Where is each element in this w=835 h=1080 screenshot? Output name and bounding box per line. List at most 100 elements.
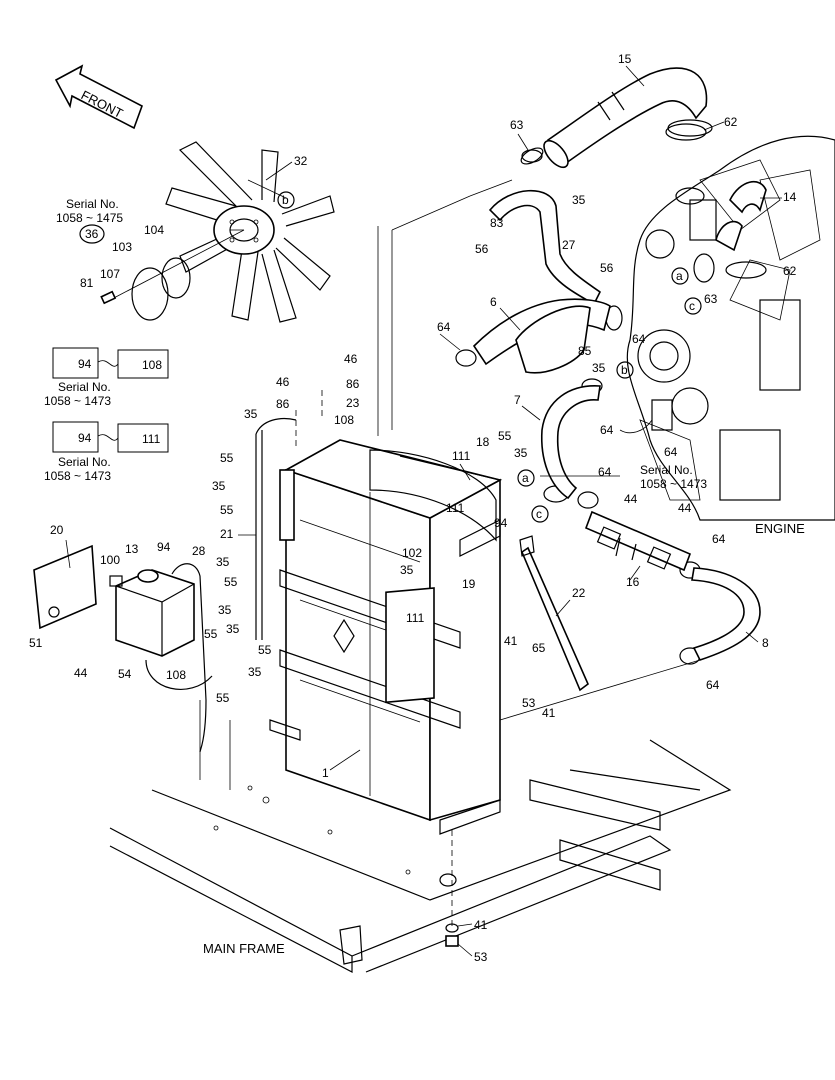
callout-35c: 35: [244, 407, 258, 421]
circled-ref-b-fan: b: [277, 191, 295, 209]
svg-text:Serial No.: Serial No.: [58, 455, 111, 469]
callout-108: 108: [334, 413, 354, 427]
callout-8: 8: [762, 636, 769, 650]
callout-32: 32: [294, 154, 308, 168]
callout-41b: 41: [542, 706, 556, 720]
callout-leaders: [65, 65, 782, 957]
svg-text:94: 94: [78, 357, 92, 371]
callout-46b: 46: [276, 375, 290, 389]
circled-ref-b-engine: b: [616, 361, 634, 379]
callout-86: 86: [346, 377, 360, 391]
callout-104: 104: [144, 223, 164, 237]
callout-86b: 86: [276, 397, 290, 411]
callout-103: 103: [112, 240, 132, 254]
svg-text:b: b: [282, 193, 289, 207]
circled-ref-c-radiator: c: [531, 505, 549, 523]
svg-text:1058 ~ 1473: 1058 ~ 1473: [44, 469, 111, 483]
callout-108b: 108: [166, 668, 186, 682]
callout-21: 21: [220, 527, 234, 541]
callout-13: 13: [125, 542, 139, 556]
svg-text:Serial No.: Serial No.: [58, 380, 111, 394]
svg-text:94: 94: [78, 431, 92, 445]
svg-text:a: a: [676, 269, 683, 283]
hose-7: [540, 385, 601, 500]
hose-27: [488, 189, 602, 306]
svg-text:Serial No.: Serial No.: [640, 463, 693, 477]
callout-56: 56: [475, 242, 489, 256]
callout-14: 14: [783, 190, 797, 204]
svg-text:c: c: [689, 299, 695, 313]
pipe-21: [255, 417, 297, 640]
upper-hose-15: [520, 67, 713, 169]
callout-6: 6: [490, 295, 497, 309]
callout-35e: 35: [212, 479, 226, 493]
svg-text:36: 36: [85, 227, 99, 241]
circled-ref-a-engine: a: [671, 267, 689, 285]
svg-text:108: 108: [142, 358, 162, 372]
callout-35f: 35: [216, 555, 230, 569]
pipe-16: [584, 510, 692, 572]
callout-55d: 55: [224, 575, 238, 589]
callout-55: 55: [498, 429, 512, 443]
callout-64b: 64: [632, 332, 646, 346]
callout-19: 19: [462, 577, 476, 591]
callout-63: 63: [510, 118, 524, 132]
reserve-tank: [33, 544, 213, 753]
callout-35d: 35: [514, 446, 528, 460]
svg-text:b: b: [621, 363, 628, 377]
inset-box-1: 94 108 Serial No. 1058 ~ 1473: [44, 347, 169, 408]
callout-102: 102: [402, 546, 422, 560]
callout-64f: 64: [706, 678, 720, 692]
callout-111b: 111: [446, 501, 465, 515]
callout-35b: 35: [592, 361, 606, 375]
inset-box-2: 94 111 Serial No. 1058 ~ 1473: [44, 421, 169, 483]
callout-64: 64: [437, 320, 451, 334]
svg-text:c: c: [536, 507, 542, 521]
callout-41: 41: [504, 634, 518, 648]
clamp-detail: 64 Serial No. 1058 ~ 1473: [619, 399, 707, 491]
circled-ref-36: 36: [79, 224, 105, 244]
callout-62b: 62: [783, 264, 797, 278]
svg-text:111: 111: [142, 432, 161, 446]
callout-35: 35: [572, 193, 586, 207]
engine-block: [626, 135, 835, 521]
callout-64c: 64: [600, 423, 614, 437]
engine-label: ENGINE: [755, 521, 805, 536]
callout-64d: 64: [598, 465, 612, 479]
leader-lines: [230, 179, 701, 721]
radiator-frame: [109, 700, 732, 973]
callout-107: 107: [100, 267, 120, 281]
svg-text:a: a: [522, 471, 529, 485]
stay-22: [519, 535, 589, 692]
callout-94b: 94: [157, 540, 171, 554]
callout-53: 53: [522, 696, 536, 710]
callout-53b: 53: [474, 950, 488, 964]
callout-35i: 35: [226, 622, 240, 636]
callout-55c: 55: [220, 503, 234, 517]
svg-text:1058 ~ 1473: 1058 ~ 1473: [640, 477, 707, 491]
callout-20: 20: [50, 523, 64, 537]
callout-111c: 111: [406, 611, 425, 625]
callout-28: 28: [192, 544, 206, 558]
callout-15: 15: [618, 52, 632, 66]
cooling-fan: [165, 141, 335, 323]
svg-text:1058 ~ 1473: 1058 ~ 1473: [44, 394, 111, 408]
callout-55b: 55: [220, 451, 234, 465]
circled-ref-c-engine: c: [684, 297, 702, 315]
callout-55e: 55: [204, 627, 218, 641]
main-frame-label: MAIN FRAME: [203, 941, 285, 956]
fan-serial-line2: 1058 ~ 1475: [56, 211, 123, 225]
callout-41c: 41: [474, 918, 488, 932]
callout-46: 46: [344, 352, 358, 366]
callout-100: 100: [100, 553, 120, 567]
radiator-core: [269, 439, 503, 835]
callout-35j: 35: [248, 665, 262, 679]
callout-35g: 35: [400, 563, 414, 577]
callout-55g: 55: [216, 691, 230, 705]
callout-54: 54: [118, 667, 132, 681]
callout-18: 18: [476, 435, 490, 449]
callout-7: 7: [514, 393, 521, 407]
front-arrow: FRONT: [54, 64, 143, 130]
